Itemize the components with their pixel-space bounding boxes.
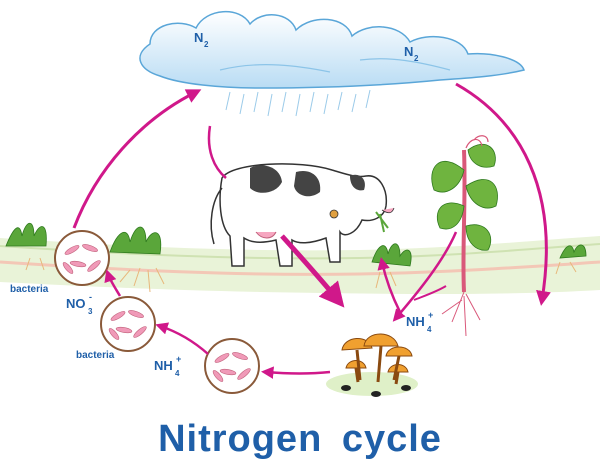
arrow-rain-to-cow [207, 125, 227, 179]
nh4-left-label: NH + 4 [154, 354, 181, 378]
svg-text:N: N [194, 30, 203, 45]
no3-label: NO - 3 [66, 292, 93, 316]
svg-text:4: 4 [427, 325, 432, 334]
arrow-cloud-to-plant [455, 82, 551, 306]
svg-text:2: 2 [414, 54, 419, 63]
arrow-bacteria-bottom-to-middle [155, 322, 209, 355]
bacteria-circles [54, 230, 260, 394]
arrow-nh4-to-grass [377, 257, 402, 313]
bacteria-label-middle: bacteria [76, 350, 115, 361]
svg-text:+: + [428, 310, 433, 320]
bacteria-circle-bottom [204, 338, 260, 394]
plant [431, 135, 498, 337]
svg-text:3: 3 [88, 307, 93, 316]
svg-text:NO: NO [66, 296, 86, 311]
beetles [341, 385, 411, 397]
diagram-title: Nitrogen cycle [158, 418, 442, 460]
nh4-right-label: NH + 4 [406, 310, 433, 334]
arrow-cow-to-mushrooms [280, 234, 345, 308]
arrow-plant-to-mushrooms [392, 231, 458, 322]
cloud [139, 10, 525, 117]
svg-text:NH: NH [406, 314, 425, 329]
bacteria-circle-middle [100, 296, 156, 352]
n2-left-label: N 2 [194, 30, 209, 49]
arrow-plant-to-nh4 [413, 285, 447, 301]
svg-text:NH: NH [154, 358, 173, 373]
svg-text:2: 2 [204, 40, 209, 49]
n2-right-label: N 2 [404, 44, 419, 63]
bacteria-label-top: bacteria [10, 284, 49, 295]
arrow-bacteria-middle-to-top [104, 269, 122, 297]
mushrooms [326, 333, 418, 397]
rain [225, 89, 371, 117]
cow [210, 163, 395, 267]
arrow-mushrooms-to-bacteria [261, 366, 331, 379]
svg-text:+: + [176, 354, 181, 364]
cycle-arrows [72, 82, 551, 379]
bacteria-circle-top [54, 230, 110, 286]
svg-text:4: 4 [175, 369, 180, 378]
svg-text:-: - [89, 292, 92, 302]
svg-text:N: N [404, 44, 413, 59]
arrow-bacteria-to-cloud [72, 89, 202, 229]
